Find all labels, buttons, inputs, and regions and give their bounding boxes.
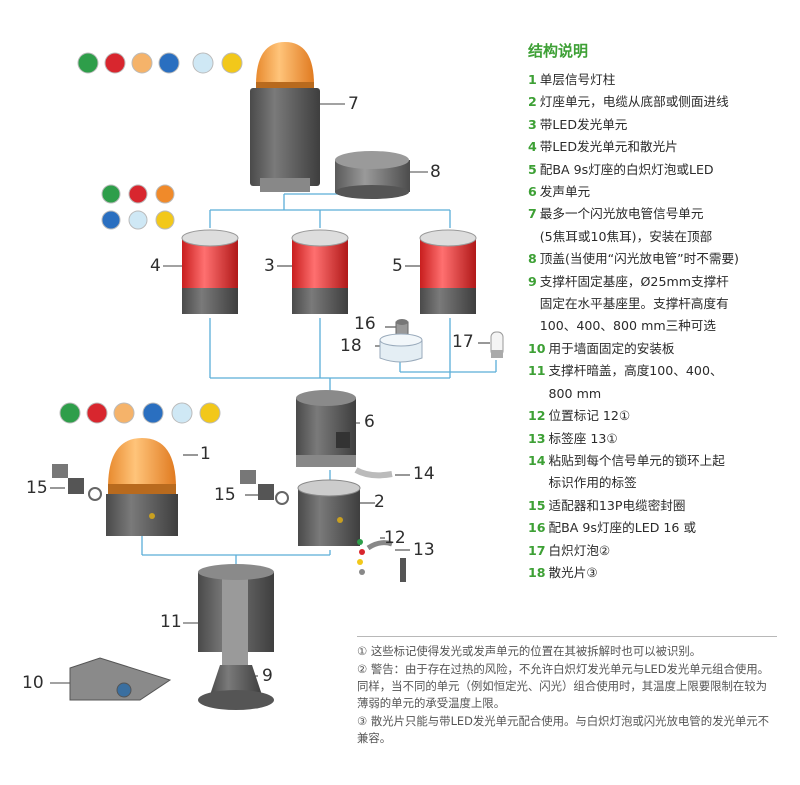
- led-unit-5: [419, 229, 477, 314]
- callout-18: 18: [340, 336, 362, 356]
- callout-9: 9: [262, 666, 273, 686]
- single-beacon-1: [106, 438, 178, 536]
- callout-17: 17: [452, 332, 474, 352]
- footnote-1: ① 这些标记使得发光或发声单元的位置在其被拆解时也可以被识别。: [357, 644, 702, 658]
- led-unit-4: [181, 229, 239, 314]
- adapter-15-right: [240, 470, 289, 505]
- pole-base-9: [198, 665, 274, 710]
- callout-3: 3: [264, 256, 275, 276]
- color-dots-bottom: [59, 402, 221, 424]
- callout-14: 14: [413, 464, 435, 484]
- callout-6: 6: [364, 412, 375, 432]
- callout-16: 16: [354, 314, 376, 334]
- callout-5: 5: [392, 256, 403, 276]
- wall-plate-10: [69, 657, 172, 701]
- footnotes: ① 这些标记使得发光或发声单元的位置在其被拆解时也可以被识别。 ② 警告：由于存…: [357, 636, 777, 748]
- callout-13: 13: [413, 540, 435, 560]
- position-markers-12: [357, 539, 393, 575]
- color-dots-top: [77, 52, 243, 74]
- callout-12: 12: [384, 528, 406, 548]
- color-dots-middle: [101, 184, 175, 230]
- connector-lines: [141, 185, 497, 690]
- pole-cover-11: [198, 564, 274, 668]
- top-cap: [335, 151, 410, 199]
- footnote-3: ③ 散光片只能与带LED发光单元配合使用。与白炽灯泡或闪光放电管的发光单元不兼容…: [357, 714, 770, 745]
- led-unit-3: [291, 229, 349, 314]
- callout-7: 7: [348, 94, 359, 114]
- label-holder-13: [400, 558, 406, 582]
- flash-beacon-unit: [250, 42, 320, 192]
- diffuser-18: [379, 333, 423, 363]
- footnote-2: ② 警告：由于存在过热的风险，不允许白炽灯发光单元与LED发光单元组合使用。同样…: [357, 662, 770, 710]
- base-unit-2: [297, 479, 361, 546]
- bulb-17: [490, 331, 504, 358]
- adapter-15-left: [52, 464, 102, 501]
- callout-15-right: 15: [214, 485, 236, 505]
- callout-8: 8: [430, 162, 441, 182]
- callout-4: 4: [150, 256, 161, 276]
- label-strip-14: [354, 467, 393, 479]
- legend-title: 结构说明: [528, 42, 589, 60]
- sounder-unit: [296, 390, 356, 467]
- callout-11: 11: [160, 612, 182, 632]
- callout-10: 10: [22, 673, 44, 693]
- callout-1: 1: [200, 444, 211, 464]
- callout-2: 2: [374, 492, 385, 512]
- callout-15-left: 15: [26, 478, 48, 498]
- leader-lines: [50, 103, 490, 684]
